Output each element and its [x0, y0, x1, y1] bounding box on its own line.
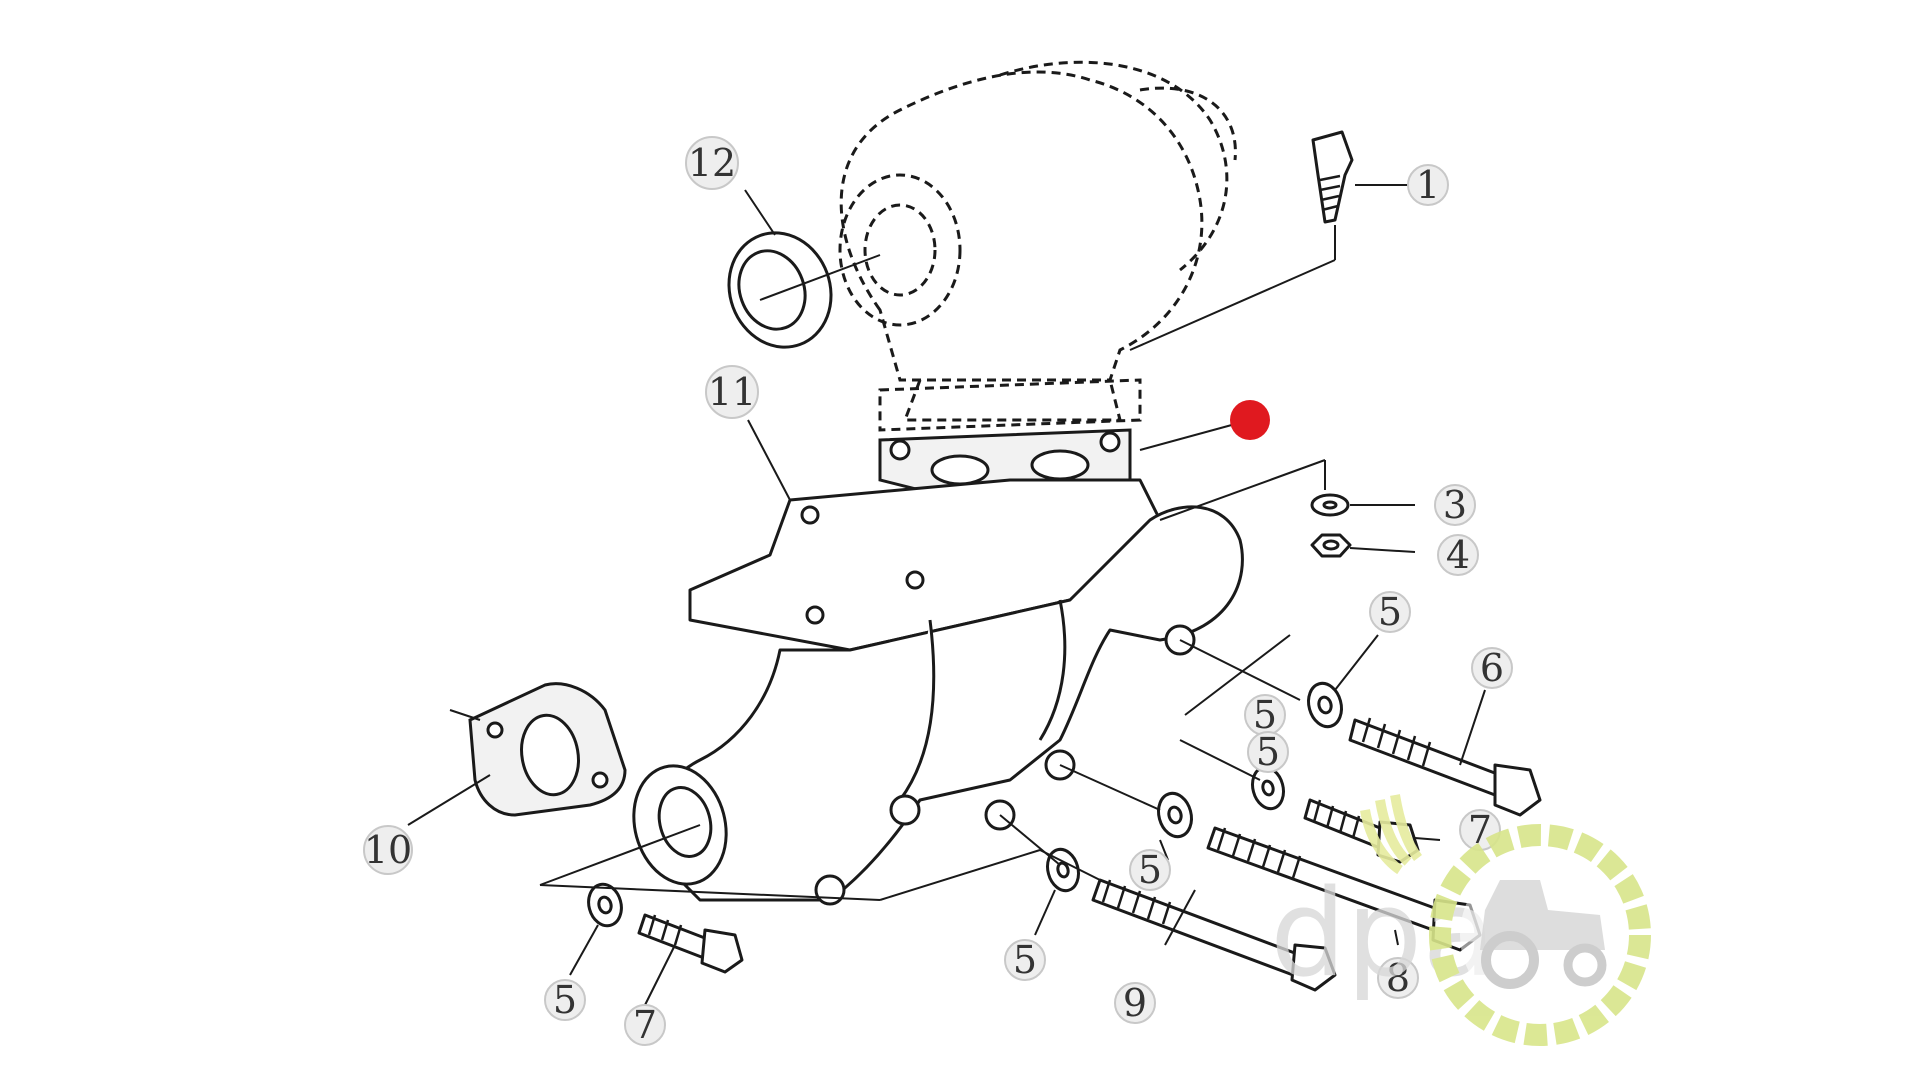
callout-5-f: 5 [544, 978, 586, 1022]
callout-5-e-text: 5 [1013, 938, 1037, 982]
washer-5-lower [1046, 847, 1080, 893]
wheat-icon [1360, 794, 1423, 875]
callout-9-text: 9 [1123, 981, 1147, 1025]
callout-8: 8 [1377, 956, 1419, 1000]
washer-5-middle [1251, 765, 1285, 811]
callout-5-c-text: 5 [1256, 730, 1280, 774]
callout-12-text: 12 [688, 141, 736, 185]
callout-7-b: 7 [624, 1003, 666, 1047]
callout-5-d: 5 [1129, 848, 1171, 892]
callout-6: 6 [1471, 646, 1513, 690]
callout-11-text: 11 [708, 370, 756, 414]
stud [1129, 130, 1354, 351]
callout-8-text: 8 [1386, 956, 1410, 1000]
outlet-gasket [468, 682, 627, 817]
callout-4: 4 [1437, 533, 1479, 577]
callout-9: 9 [1114, 981, 1156, 1025]
bolt-6 [1348, 717, 1542, 817]
callout-5-d-text: 5 [1138, 848, 1162, 892]
marker-dot [1230, 400, 1270, 440]
callout-5-a: 5 [1369, 590, 1411, 634]
bolt-7-left [637, 913, 744, 974]
callout-10: 10 [363, 825, 413, 875]
callout-3: 3 [1434, 483, 1476, 527]
callout-5-b: 5 [1244, 693, 1286, 737]
dpa-watermark-logo: dpa [1270, 794, 1651, 1046]
bolt-9 [1091, 878, 1337, 992]
callout-4-text: 4 [1446, 533, 1470, 577]
callout-labels: 12 11 1 3 4 5 6 5 [363, 136, 1513, 1047]
callout-5-a-text: 5 [1378, 590, 1402, 634]
callout-11: 11 [705, 365, 759, 419]
callout-12: 12 [685, 136, 739, 190]
callout-6-text: 6 [1480, 646, 1504, 690]
callout-1: 1 [1407, 163, 1449, 207]
nut [1310, 533, 1352, 558]
tractor-icon [1480, 880, 1607, 989]
washer-5-upper [1307, 681, 1343, 729]
assembly-guide-lines [539, 634, 1301, 901]
flange-gasket-upper [878, 378, 1142, 432]
callout-5-b-text: 5 [1253, 693, 1277, 737]
washer-small [1310, 493, 1350, 517]
seal-ring [727, 231, 881, 349]
callout-10-text: 10 [364, 828, 412, 872]
callout-5-e: 5 [1004, 938, 1046, 982]
callout-5-f-text: 5 [553, 978, 577, 1022]
washer-5-left [587, 882, 623, 928]
callout-5-c: 5 [1247, 730, 1289, 774]
turbocharger-outline [838, 60, 1237, 422]
exhaust-manifold [632, 478, 1244, 906]
callout-3-text: 3 [1443, 483, 1467, 527]
callout-1-text: 1 [1416, 163, 1440, 207]
callout-7-b-text: 7 [633, 1003, 657, 1047]
washer-5-lower-right [1157, 791, 1193, 839]
